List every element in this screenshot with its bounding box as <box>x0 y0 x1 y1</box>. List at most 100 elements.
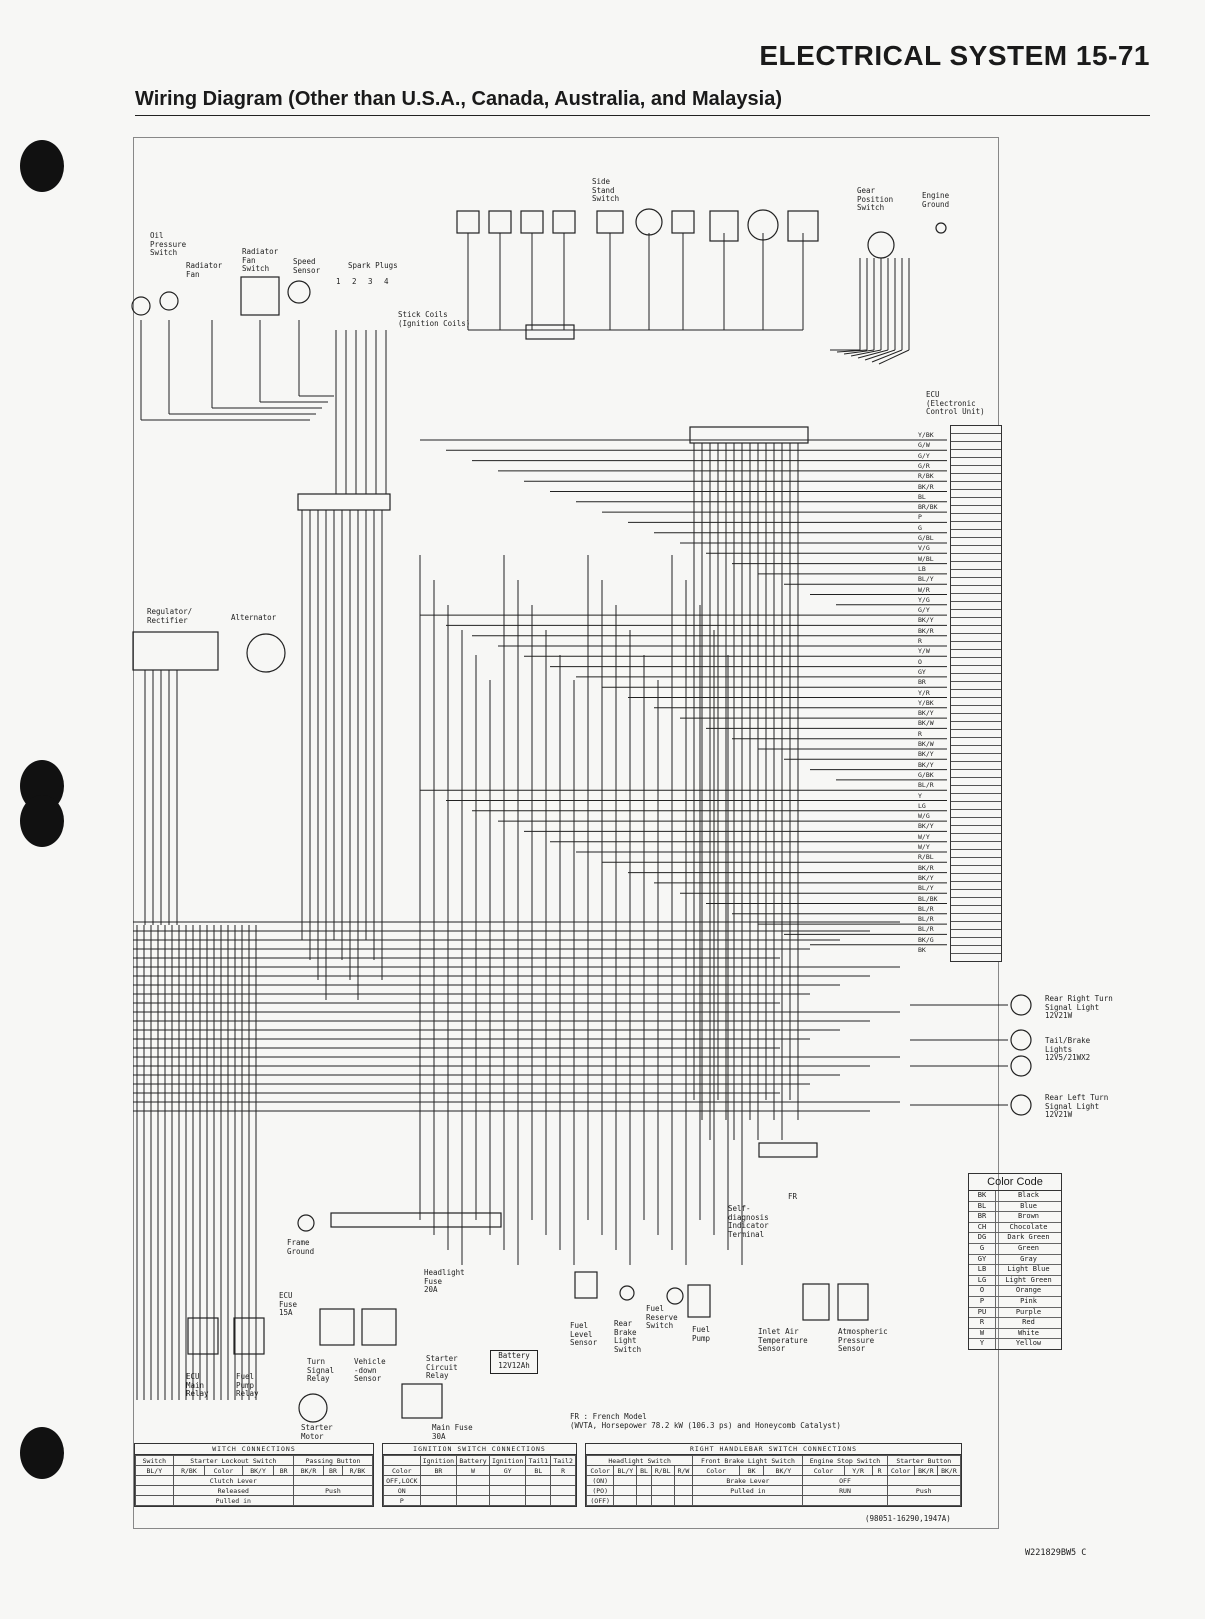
rh-color-5: Color <box>692 1465 740 1476</box>
left-head-switch: Switch <box>135 1455 174 1466</box>
ecu-pin-label: G/W <box>918 441 930 450</box>
rh-color-6: BK <box>738 1465 765 1476</box>
label-plug-2: 2 <box>352 277 357 286</box>
left-row-push: Push <box>292 1485 374 1496</box>
ecu-pin-label: BK <box>918 946 926 954</box>
connector-bottom-right <box>758 1142 818 1158</box>
ecu-pin-label: G/Y <box>918 606 930 615</box>
ecu-pin-label: BK/Y <box>918 750 934 759</box>
ign-head-3: Ignition <box>488 1455 527 1466</box>
right-table-title: RIGHT HANDLEBAR SWITCH CONNECTIONS <box>586 1444 961 1455</box>
label-headlight-fuse: Headlight Fuse 20A <box>424 1268 465 1294</box>
color-code-abbrev: GY <box>969 1254 996 1265</box>
ecu-pin-label: BL/Y <box>918 575 934 584</box>
rh-head-starter: Starter Button <box>886 1455 962 1466</box>
color-code-abbrev: BK <box>969 1191 996 1201</box>
ecu-pin-label: W/BL <box>918 554 934 563</box>
speed-sensor-body <box>287 280 311 304</box>
color-code-abbrev: Y <box>969 1339 996 1349</box>
left-head-passing: Passing Button <box>292 1455 374 1466</box>
ecu-pin-label: R <box>918 729 922 738</box>
starter-motor-body <box>298 1393 328 1423</box>
ign-head-2: Battery <box>456 1455 490 1466</box>
ign-head-1: Ignition <box>419 1455 458 1466</box>
color-code-abbrev: O <box>969 1286 996 1296</box>
label-radiator-fan: Radiator Fan <box>186 261 223 279</box>
color-code-name: Purple <box>1015 1307 1042 1316</box>
inlet-air-temp-sensor-body <box>802 1283 830 1321</box>
wire <box>871 349 903 363</box>
wire <box>864 349 896 361</box>
label-spark-plugs: Spark Plugs <box>348 261 398 270</box>
tail-brake-light-1 <box>1010 1029 1032 1051</box>
fuel-pump-relay-body <box>233 1317 265 1355</box>
color-code-abbrev: R <box>969 1318 996 1328</box>
battery-label: Battery 12V12Ah <box>490 1350 538 1374</box>
label-fuel-level-sensor: Fuel Level Sensor <box>570 1321 598 1347</box>
label-radiator-fan-switch: Radiator Fan Switch <box>242 247 279 273</box>
rh-color-2: BL <box>636 1465 652 1476</box>
color-code-abbrev: LB <box>969 1265 996 1275</box>
label-fuel-pump: Fuel Pump <box>692 1325 711 1343</box>
left-row-pulled: Pulled in <box>172 1495 294 1506</box>
label-engine-ground: Engine Ground <box>922 191 950 209</box>
label-vehicle-down-sensor: Vehicle -down Sensor <box>354 1357 386 1383</box>
color-code-name: Light Green <box>1005 1275 1052 1284</box>
color-code-name: Orange <box>1015 1286 1042 1295</box>
ecu-pin-label: BK/Y <box>918 822 934 831</box>
ecu-main-relay-body <box>187 1317 219 1355</box>
rh-color-8: Color <box>802 1465 845 1476</box>
wire <box>878 349 910 365</box>
label-ecu: ECU (Electronic Control Unit) <box>926 390 985 416</box>
ecu-pin-label: GY <box>918 667 926 676</box>
label-ecu-fuse: ECU Fuse 15A <box>279 1291 298 1317</box>
color-code-name: Blue <box>1020 1201 1037 1210</box>
ecu-pin-label: BL <box>918 492 926 501</box>
ecu-pin-label: G <box>918 523 922 532</box>
left-color-3: Color <box>204 1465 243 1476</box>
connector-20 <box>552 210 576 234</box>
engine-ground-symbol <box>935 222 947 234</box>
label-fuel-pump-relay: Fuel Pump Relay <box>236 1372 259 1398</box>
wire <box>857 349 889 359</box>
atmospheric-pressure-sensor-body <box>837 1283 869 1321</box>
label-alternator: Alternator <box>231 613 277 622</box>
ecu-pin-label: BL/R <box>918 915 934 924</box>
wire <box>836 349 868 353</box>
ecu-pin-label: BK/G <box>918 935 934 944</box>
ecu-pin-label: W/Y <box>918 832 930 841</box>
connector-22 <box>671 210 695 234</box>
left-color-7: BR <box>323 1465 343 1476</box>
right-handlebar-switch-connections-table: RIGHT HANDLEBAR SWITCH CONNECTIONS Headl… <box>585 1443 962 1507</box>
side-stand-switch-body <box>596 210 624 234</box>
color-code-name: Dark Green <box>1007 1233 1050 1242</box>
ign-color-1: BR <box>419 1465 458 1476</box>
ecu-pin-label: BL/R <box>918 925 934 934</box>
label-plug-3: 3 <box>368 277 373 286</box>
color-code-abbrev: BL <box>969 1201 996 1212</box>
gear-position-switch-body <box>867 231 895 259</box>
binder-hole-top <box>20 140 64 192</box>
label-main-fuse: Main Fuse 30A <box>432 1423 473 1441</box>
ecu-pin-label: BK/W <box>918 719 934 728</box>
left-switch-connections-table: WITCH CONNECTIONS Switch Starter Lockout… <box>134 1443 374 1507</box>
ecu-pin-label: BL/R <box>918 781 934 790</box>
label-atmospheric-pressure: Atmospheric Pressure Sensor <box>838 1327 888 1353</box>
ecu-pin-label: BL/BK <box>918 894 938 903</box>
label-side-stand-switch: Side Stand Switch <box>592 177 620 203</box>
rh-head-front-brake: Front Brake Light Switch <box>692 1455 804 1466</box>
label-rear-left-turn: Rear Left Turn Signal Light 12V21W <box>1045 1093 1109 1119</box>
rear-left-turn-light <box>1010 1094 1032 1116</box>
color-code-name: Brown <box>1017 1212 1040 1221</box>
label-turn-signal-relay: Turn Signal Relay <box>307 1357 335 1383</box>
left-color-6: BK/R <box>292 1465 325 1476</box>
rear-brake-switch-body <box>619 1285 635 1301</box>
rh-color-7: BK/Y <box>763 1465 804 1476</box>
